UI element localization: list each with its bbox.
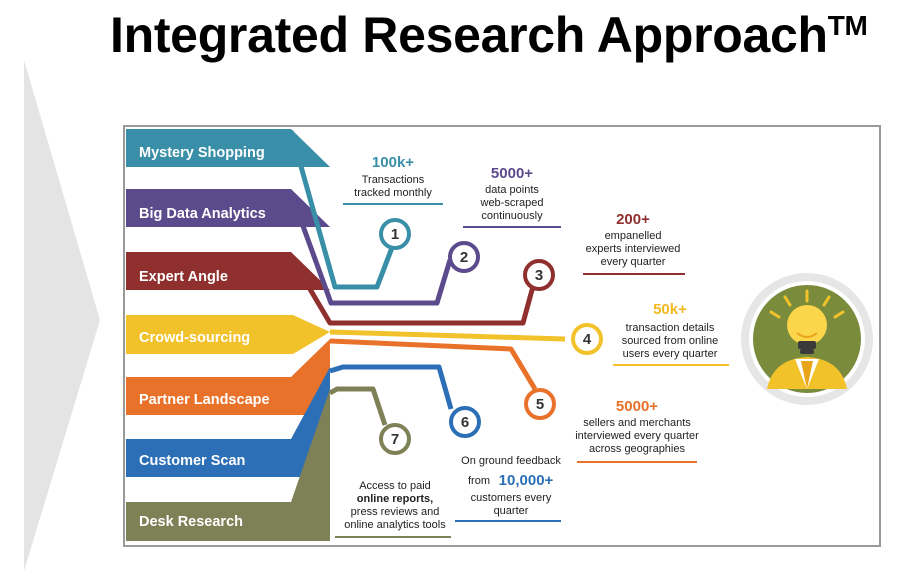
method-label-6: Customer Scan (139, 453, 245, 469)
callout-2-line-1: data points (485, 184, 539, 196)
connector-lines (288, 130, 566, 426)
line-7 (328, 386, 388, 426)
callout-5-value: 5000+ (616, 398, 658, 415)
node-5-number: 5 (536, 396, 544, 413)
lightbulb-person-icon (741, 273, 873, 405)
line-1 (288, 130, 396, 290)
node-5: 5 (524, 388, 556, 420)
callout-3-line-1: empanelled (605, 230, 662, 242)
node-1: 1 (379, 218, 411, 250)
line-2 (288, 192, 453, 306)
method-label-2: Big Data Analytics (139, 206, 266, 222)
callout-3-value: 200+ (616, 211, 650, 228)
page-title-text: Integrated Research Approach (110, 7, 828, 63)
callout-7-line-2: online reports, (357, 493, 433, 505)
method-label-7: Desk Research (139, 514, 243, 530)
callout-7-line-1: Access to paid (359, 480, 431, 492)
callout-2-line-2: web-scraped (480, 197, 544, 209)
node-4-number: 4 (583, 331, 592, 348)
callout-6-value: 10,000+ (499, 472, 554, 489)
callout-7-line-4: online analytics tools (344, 519, 446, 531)
node-1-number: 1 (391, 226, 399, 243)
node-4: 4 (571, 323, 603, 355)
callout-2-value: 5000+ (491, 165, 533, 182)
diagram-frame: Mystery Shopping Big Data Analytics Expe… (123, 125, 881, 547)
band-mystery-shopping (126, 129, 330, 167)
callout-6: On ground feedback from 10,000+ customer… (455, 455, 561, 522)
callout-5-line-3: across geographies (589, 443, 686, 455)
method-bands (126, 129, 330, 541)
line-3 (288, 255, 538, 326)
research-diagram: Mystery Shopping Big Data Analytics Expe… (126, 129, 873, 541)
band-customer-scan (126, 367, 330, 477)
node-2-number: 2 (460, 249, 468, 266)
callout-1-line-2: tracked monthly (354, 187, 432, 199)
callout-5: 5000+ sellers and merchants interviewed … (575, 398, 699, 463)
callout-1: 100k+ Transactions tracked monthly (343, 154, 443, 205)
callout-3-line-3: every quarter (601, 256, 666, 268)
line-6 (329, 364, 454, 410)
method-label-1: Mystery Shopping (139, 145, 265, 161)
callout-6-pre: On ground feedback (461, 455, 561, 467)
band-partner-landscape (126, 339, 330, 415)
callout-4-line-2: sourced from online (622, 335, 719, 347)
node-6: 6 (449, 406, 481, 438)
method-label-5: Partner Landscape (139, 392, 270, 408)
callout-7: Access to paid online reports, press rev… (335, 480, 451, 538)
callout-7-line-3: press reviews and (351, 506, 440, 518)
node-2: 2 (448, 241, 480, 273)
method-label-3: Expert Angle (139, 269, 228, 285)
callout-5-line-2: interviewed every quarter (575, 430, 699, 442)
side-chevron-arrow (24, 60, 100, 571)
band-crowd-sourcing (126, 315, 330, 354)
node-7: 7 (379, 423, 411, 455)
node-3: 3 (523, 259, 555, 291)
trademark-mark: TM (827, 10, 868, 41)
method-label-4: Crowd-sourcing (139, 330, 250, 346)
callout-1-value: 100k+ (372, 154, 414, 171)
callout-3-line-2: experts interviewed (586, 243, 681, 255)
callout-4-value: 50k+ (653, 301, 687, 318)
line-5 (329, 338, 538, 391)
callout-4-line-1: transaction details (626, 322, 715, 334)
callout-4-line-3: users every quarter (623, 348, 718, 360)
callout-6-line-1: customers every (471, 492, 552, 504)
callout-5-line-1: sellers and merchants (583, 417, 691, 429)
callout-1-line-1: Transactions (362, 174, 425, 186)
callout-3: 200+ empanelled experts interviewed ever… (583, 211, 685, 275)
callout-6-from: from (468, 475, 490, 487)
callout-2-line-3: continuously (481, 210, 543, 222)
band-desk-research (126, 389, 330, 541)
band-expert-angle (126, 252, 330, 290)
node-3-number: 3 (535, 267, 543, 284)
page-title: Integrated Research ApproachTM (110, 6, 890, 64)
callout-4: 50k+ transaction details sourced from on… (613, 301, 729, 366)
line-4 (329, 329, 566, 342)
callout-6-line-2: quarter (494, 505, 529, 517)
node-7-number: 7 (391, 431, 399, 448)
callout-2: 5000+ data points web-scraped continuous… (463, 165, 561, 228)
band-big-data-analytics (126, 189, 330, 227)
node-6-number: 6 (461, 414, 469, 431)
